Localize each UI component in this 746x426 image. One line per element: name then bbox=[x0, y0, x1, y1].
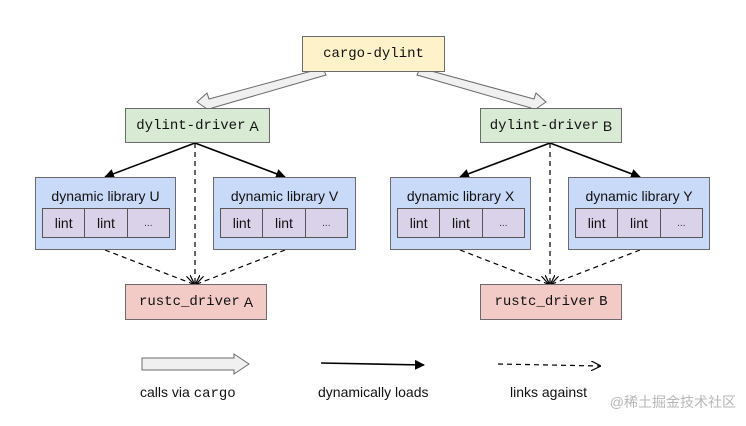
lint-cell: lint bbox=[398, 209, 441, 237]
rustc-b-label: rustc_driver bbox=[494, 294, 596, 310]
legend-calls-label: calls via cargo bbox=[140, 384, 236, 402]
links-arrow-x-rustc bbox=[459, 249, 548, 284]
rustc-driver-b-node: rustc_driver B bbox=[480, 284, 622, 320]
cargo-dylint-node: cargo-dylint bbox=[302, 36, 445, 72]
legend-calls-arrow bbox=[141, 353, 250, 375]
lint-cell: lint bbox=[221, 209, 264, 237]
library-u-lints: lint lint ... bbox=[42, 208, 170, 238]
library-v-lints: lint lint ... bbox=[220, 208, 348, 238]
rustc-b-suffix: B bbox=[599, 294, 608, 310]
links-arrow-u-rustc bbox=[104, 249, 193, 284]
library-y-lints: lint lint ... bbox=[575, 208, 703, 238]
rustc-a-suffix: A bbox=[243, 294, 254, 310]
lint-cell: lint bbox=[43, 209, 86, 237]
driver-a-suffix: A bbox=[249, 117, 259, 134]
calls-arrow-a bbox=[196, 67, 327, 115]
lint-cell: lint bbox=[618, 209, 661, 237]
library-x-lints: lint lint ... bbox=[397, 208, 525, 238]
links-arrow-y-rustc bbox=[552, 249, 641, 284]
legend-links-label: links against bbox=[510, 384, 588, 400]
dynamic-library-v-node: dynamic library V lint lint ... bbox=[213, 177, 356, 250]
dynamic-library-y-node: dynamic library Y lint lint ... bbox=[568, 177, 710, 250]
lint-cell: lint bbox=[263, 209, 306, 237]
legend-calls-mono: cargo bbox=[193, 386, 236, 402]
driver-a-label: dylint-driver bbox=[136, 117, 246, 134]
loads-arrow-b-y bbox=[549, 142, 641, 179]
legend-links-arrow bbox=[497, 364, 600, 366]
library-y-title: dynamic library Y bbox=[585, 188, 693, 204]
ellipsis-cell: ... bbox=[322, 217, 331, 229]
driver-b-label: dylint-driver bbox=[489, 117, 599, 134]
lint-cell: lint bbox=[85, 209, 128, 237]
ellipsis-cell: ... bbox=[677, 217, 686, 229]
rustc-a-label: rustc_driver bbox=[138, 294, 240, 310]
loads-arrow-b-x bbox=[459, 142, 551, 179]
lint-cell: lint bbox=[576, 209, 619, 237]
legend-loads-arrow bbox=[320, 359, 425, 370]
legend-calls-text: calls via bbox=[140, 384, 194, 400]
driver-b-suffix: B bbox=[602, 117, 613, 134]
loads-arrow-a-v bbox=[194, 142, 286, 179]
dylint-driver-a-node: dylint-driver A bbox=[125, 108, 270, 143]
watermark: @稀土掘金技术社区 bbox=[609, 394, 736, 410]
legend-loads-label: dynamically loads bbox=[318, 384, 429, 400]
library-u-title: dynamic library U bbox=[51, 188, 160, 204]
ellipsis-cell: ... bbox=[144, 217, 153, 229]
links-arrow-v-rustc bbox=[197, 249, 286, 284]
lint-cell: lint bbox=[440, 209, 483, 237]
dynamic-library-u-node: dynamic library U lint lint ... bbox=[35, 177, 176, 250]
ellipsis-cell: ... bbox=[499, 217, 508, 229]
calls-arrow-b bbox=[416, 67, 547, 115]
library-v-title: dynamic library V bbox=[230, 188, 339, 204]
loads-arrow-a-u bbox=[104, 142, 196, 179]
dynamic-library-x-node: dynamic library X lint lint ... bbox=[390, 177, 531, 250]
rustc-driver-a-node: rustc_driver A bbox=[125, 284, 267, 320]
dylint-driver-b-node: dylint-driver B bbox=[480, 108, 622, 143]
library-x-title: dynamic library X bbox=[406, 188, 515, 204]
cargo-dylint-label: cargo-dylint bbox=[323, 46, 424, 62]
